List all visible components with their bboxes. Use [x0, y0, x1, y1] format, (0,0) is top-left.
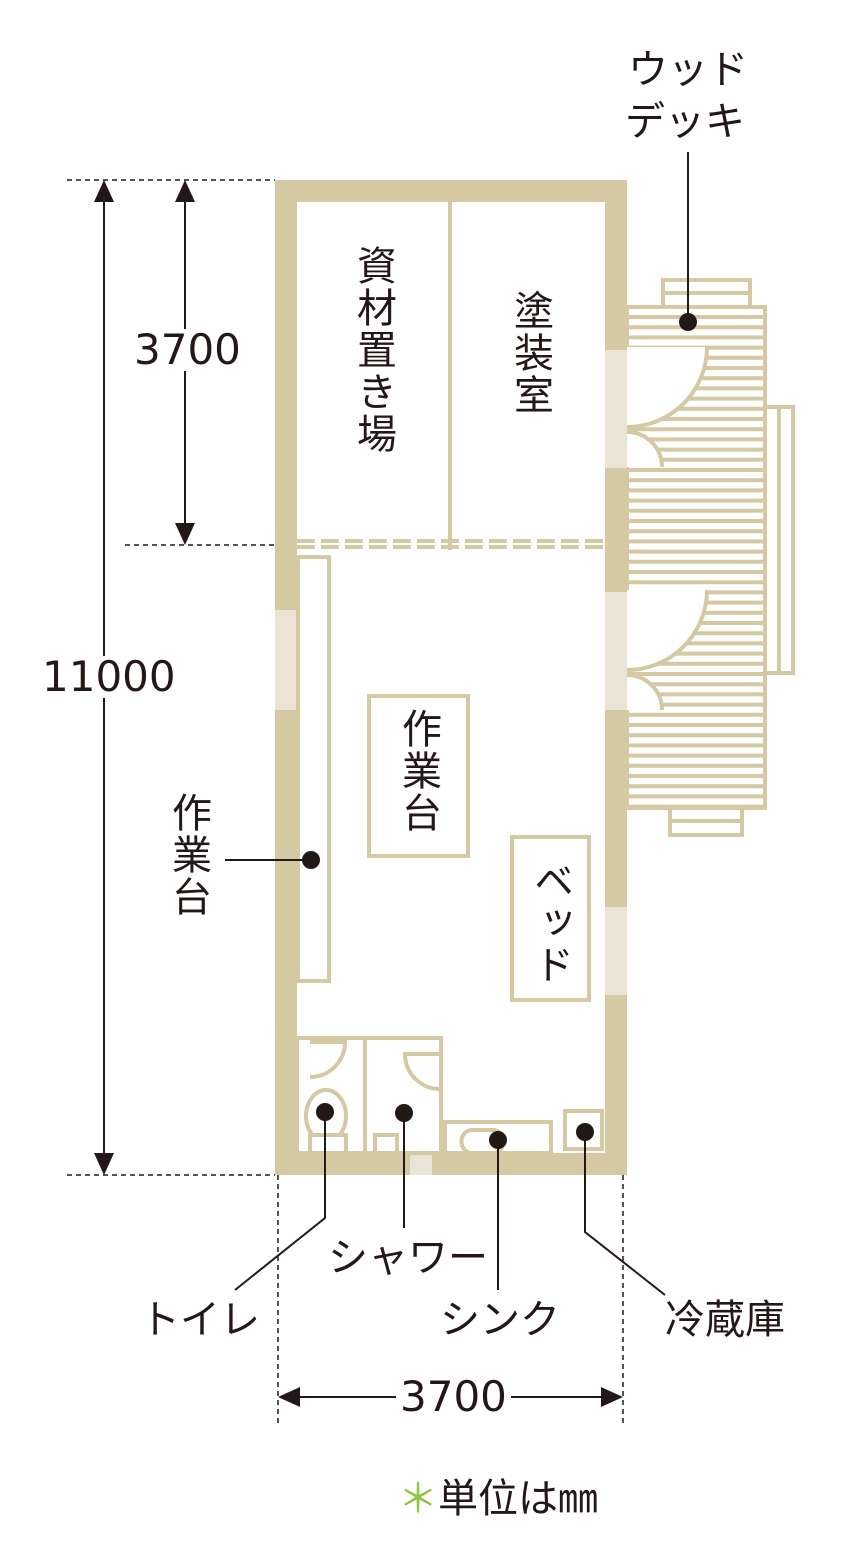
dimension-front-depth: 3700	[130, 329, 245, 371]
label-workbench-left: 作業台	[165, 792, 211, 918]
leaders	[225, 152, 697, 1296]
window-bottom	[410, 1153, 432, 1175]
label-fridge: 冷蔵庫	[665, 1297, 785, 1343]
interior	[295, 202, 605, 1155]
asterisk-icon: ＊	[398, 1476, 438, 1522]
wood-deck	[625, 278, 795, 837]
unit-note: ＊単位は㎜	[398, 1466, 598, 1524]
workbench-left	[296, 555, 331, 983]
room-label-storage: 資材置き場	[350, 245, 396, 455]
dimension-width: 3700	[396, 1376, 511, 1418]
window-left	[275, 610, 297, 710]
door-swing-2	[627, 590, 707, 670]
label-sink: シンク	[440, 1297, 560, 1343]
toilet-door	[309, 1040, 348, 1079]
label-shower: シャワー	[328, 1235, 488, 1281]
unit-note-text: 単位は㎜	[438, 1476, 598, 1522]
room-label-paint-room: 塗装室	[507, 290, 553, 416]
label-wood-deck-1: ウッド	[628, 47, 748, 93]
shower-door	[402, 1052, 441, 1091]
door-right-1	[605, 350, 627, 468]
bed	[510, 835, 591, 1002]
label-toilet: トイレ	[140, 1297, 260, 1343]
dimension-total-length: 11000	[38, 656, 180, 698]
label-bed: ベッド	[527, 860, 573, 986]
window-right	[605, 907, 627, 995]
shower-seat	[373, 1133, 399, 1155]
door-swing-1	[627, 347, 707, 427]
door-right-2	[605, 592, 627, 710]
fridge	[563, 1109, 604, 1151]
workbench-center	[367, 694, 470, 858]
label-workbench-center: 作業台	[395, 708, 441, 834]
label-wood-deck-2: デッキ	[625, 99, 745, 145]
wet-area	[295, 1036, 443, 1155]
